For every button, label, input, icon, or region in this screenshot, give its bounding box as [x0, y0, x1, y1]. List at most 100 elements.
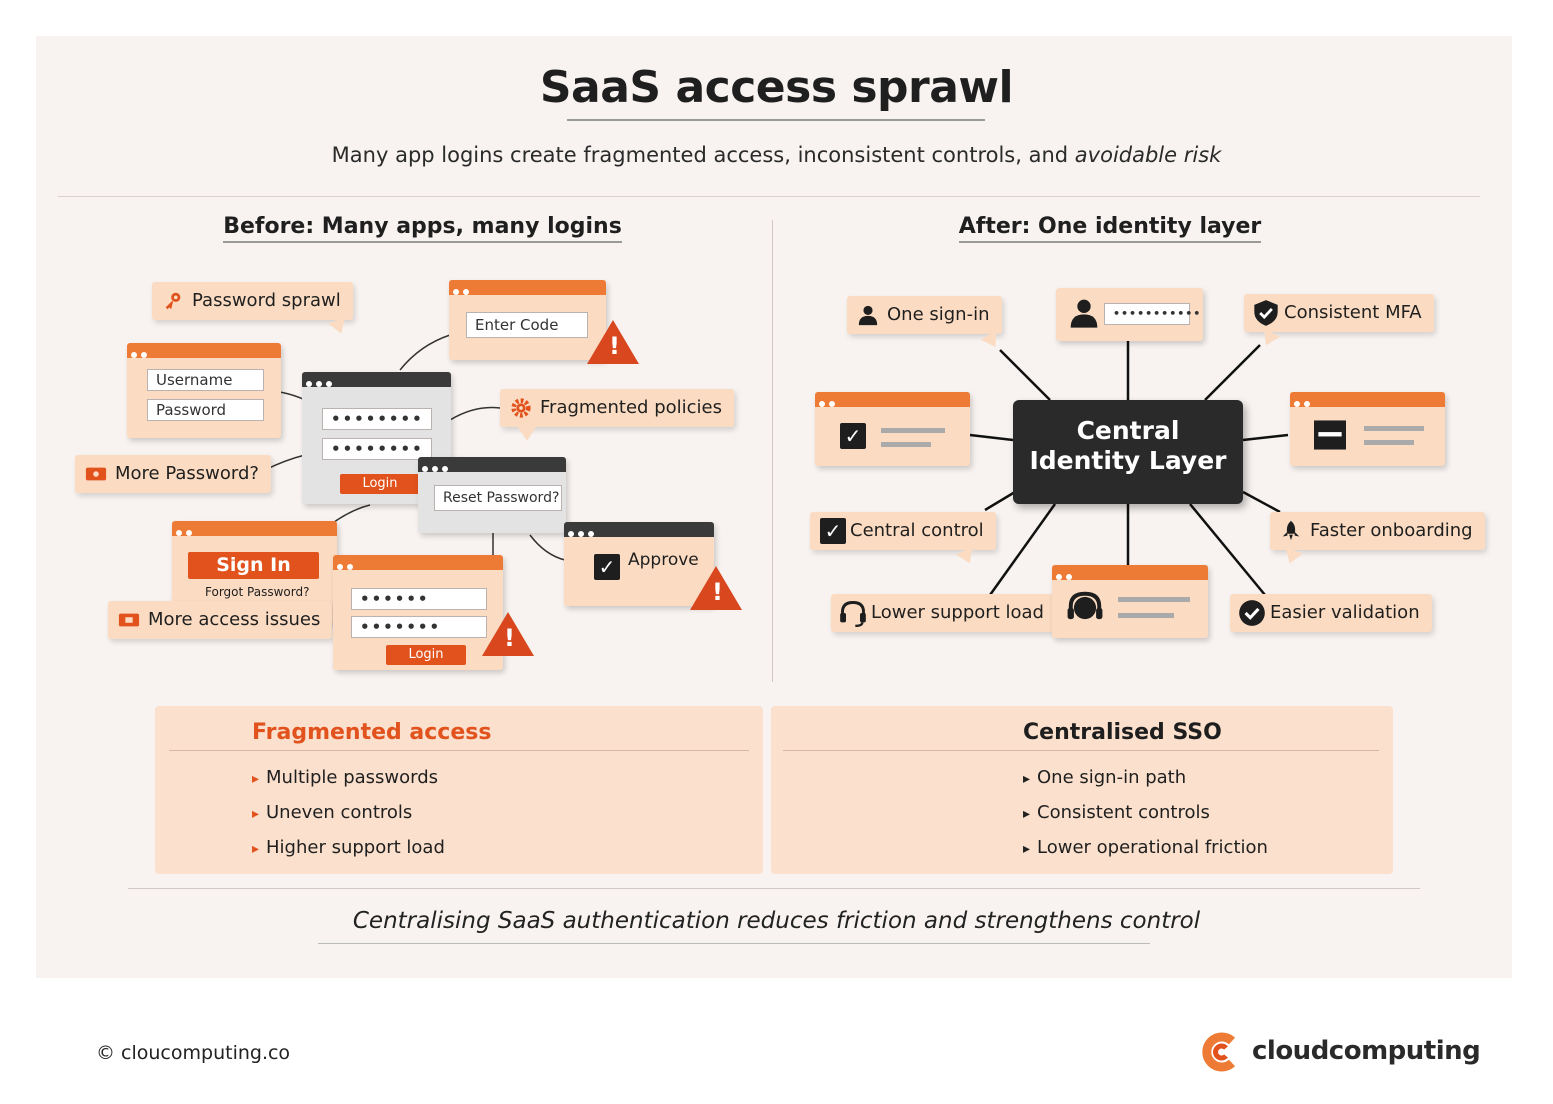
- tag-more-password: More Password?: [75, 455, 271, 493]
- key-icon: [165, 292, 181, 310]
- tagline: Centralising SaaS authentication reduces…: [352, 908, 1201, 934]
- card-divider: [783, 750, 1379, 751]
- app-window-card: [1290, 392, 1445, 466]
- window-titlebar: [418, 457, 566, 472]
- list-item: Multiple passwords: [252, 766, 445, 801]
- app-window-check: ✓: [815, 392, 970, 466]
- window-titlebar: [127, 343, 281, 358]
- card-fragmented-access: Fragmented access Multiple passwords Une…: [155, 706, 763, 874]
- check-circle-icon: [1239, 600, 1265, 626]
- sign-in-button[interactable]: Sign In: [188, 552, 319, 579]
- checkbox-icon: ✓: [840, 423, 866, 449]
- login-window-2: •••••••• •••••••• Login: [302, 372, 451, 504]
- login-button[interactable]: Login: [340, 474, 420, 494]
- window-titlebar: [564, 522, 714, 537]
- text-placeholder: [1118, 597, 1190, 602]
- center-divider: [772, 220, 773, 682]
- before-heading: Before: Many apps, many logins: [220, 214, 625, 243]
- warning-icon: !: [482, 612, 534, 656]
- list-item: One sign-in path: [1023, 766, 1268, 801]
- approve-label[interactable]: Approve: [628, 550, 699, 570]
- window-titlebar: [333, 555, 503, 570]
- text-placeholder: [1118, 613, 1174, 618]
- tag-faster-onboarding: Faster onboarding: [1270, 512, 1485, 550]
- approve-window: ✓ Approve: [564, 522, 714, 606]
- headset-icon: [1067, 591, 1103, 620]
- list-item: Uneven controls: [252, 801, 445, 836]
- page-subtitle: Many app logins create fragmented access…: [0, 143, 1553, 167]
- tag-tail: [518, 427, 536, 441]
- password-field[interactable]: ••••••: [351, 588, 487, 610]
- headset-icon: [840, 601, 866, 627]
- card-title: Fragmented access: [252, 720, 492, 745]
- text-placeholder: [881, 428, 945, 433]
- support-window: [1052, 565, 1208, 638]
- window-titlebar: [172, 521, 337, 536]
- checkbox-icon: ✓: [820, 518, 846, 544]
- warning-icon: !: [690, 566, 742, 610]
- tag-password-sprawl: Password sprawl: [152, 282, 353, 320]
- after-heading: After: One identity layer: [930, 214, 1290, 243]
- card-centralised-sso: Centralised SSO One sign-in path Consist…: [771, 706, 1393, 874]
- list-item: Lower operational friction: [1023, 836, 1268, 871]
- tag-central-control: ✓ Central control: [810, 512, 996, 550]
- window-titlebar: [449, 280, 606, 295]
- card-divider: [169, 750, 749, 751]
- brand-logo-icon: [1202, 1032, 1236, 1072]
- list-item: Consistent controls: [1023, 801, 1268, 836]
- bottom-divider: [128, 888, 1420, 889]
- enter-code-field[interactable]: Enter Code: [466, 312, 588, 338]
- subtitle-emphasis: avoidable risk: [1074, 143, 1222, 167]
- forgot-password-link[interactable]: Forgot Password?: [205, 585, 310, 599]
- window-titlebar: [1052, 565, 1208, 580]
- reset-password-field[interactable]: Reset Password?: [434, 485, 562, 511]
- text-placeholder: [1364, 426, 1424, 431]
- central-identity-layer: Central Identity Layer: [1013, 400, 1243, 504]
- subtitle-main: Many app logins create fragmented access…: [331, 143, 1069, 167]
- brand-name: cloudcomputing: [1252, 1036, 1481, 1066]
- card-list: Multiple passwords Uneven controls Highe…: [252, 766, 445, 871]
- text-placeholder: [881, 442, 931, 447]
- top-divider: [58, 196, 1480, 197]
- ticket-icon: [118, 613, 140, 627]
- window-titlebar: [1290, 392, 1445, 407]
- password-field[interactable]: Password: [147, 399, 264, 421]
- shield-check-icon: [1254, 300, 1278, 326]
- window-titlebar: [302, 372, 451, 387]
- login-window-1: Username Password: [127, 343, 281, 438]
- password-field[interactable]: ••••••••: [322, 408, 432, 430]
- text-placeholder: [1364, 440, 1414, 445]
- after-connectors: [969, 340, 1289, 596]
- tag-more-access-issues: More access issues: [108, 601, 333, 639]
- tagline-underline: [318, 943, 1150, 944]
- user-icon: [1070, 299, 1098, 328]
- card-title: Centralised SSO: [1023, 720, 1222, 745]
- checkbox-icon[interactable]: ✓: [594, 554, 620, 580]
- rocket-icon: [1282, 520, 1300, 541]
- reset-window: Reset Password?: [418, 457, 566, 533]
- login-window-3: •••••• ••••••• Login: [333, 555, 503, 670]
- title-underline: [567, 119, 985, 121]
- password-field[interactable]: ••••••••: [322, 438, 432, 460]
- login-button[interactable]: Login: [386, 645, 466, 665]
- password-window: •••••••••••: [1056, 288, 1203, 341]
- warning-icon: !: [587, 320, 639, 364]
- tag-fragmented-policies: Fragmented policies: [500, 389, 734, 427]
- page-title: SaaS access sprawl: [539, 62, 1014, 113]
- card-icon: [1314, 420, 1346, 450]
- user-icon: [858, 305, 878, 326]
- ticket-icon: [85, 467, 107, 481]
- card-list: One sign-in path Consistent controls Low…: [1023, 766, 1268, 871]
- password-field[interactable]: •••••••: [351, 616, 487, 638]
- copyright-text: © cloucomputing.co: [96, 1042, 291, 1064]
- tag-one-sign-in: One sign-in: [847, 296, 1002, 334]
- password-field[interactable]: •••••••••••: [1104, 303, 1200, 325]
- tag-lower-support-load: Lower support load: [831, 594, 1056, 632]
- tag-easier-validation: Easier validation: [1230, 594, 1432, 632]
- list-item: Higher support load: [252, 836, 445, 871]
- gear-icon: [511, 398, 531, 418]
- username-field[interactable]: Username: [147, 369, 264, 391]
- mfa-window: Enter Code: [449, 280, 606, 360]
- window-titlebar: [815, 392, 970, 407]
